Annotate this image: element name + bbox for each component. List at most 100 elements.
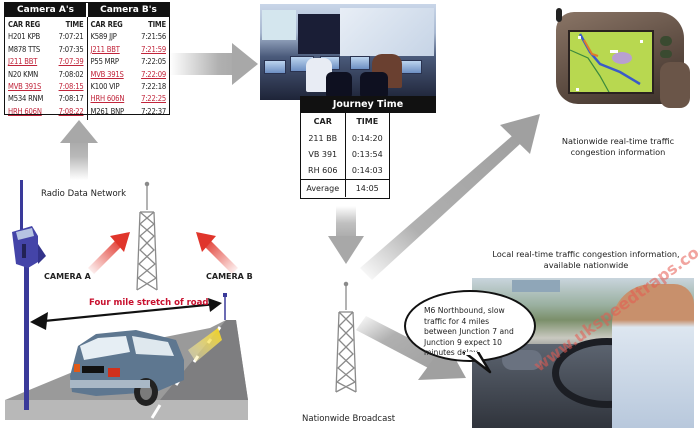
col-header-time: TIME bbox=[65, 20, 84, 29]
map-icon bbox=[570, 33, 643, 92]
control-room-photo bbox=[260, 4, 436, 100]
col-header-time: TIME bbox=[148, 20, 166, 29]
car-reg-cell: MVB 391S bbox=[90, 69, 124, 79]
table-row: P55 MRP 7:22:05 bbox=[91, 56, 167, 68]
table-row: MVB 391S 7:22:09 bbox=[91, 69, 167, 81]
col-header-car-reg: CAR REG bbox=[90, 20, 123, 29]
car-reg-cell: P55 MRP bbox=[90, 57, 120, 67]
time-cell: 7:07:35 bbox=[58, 44, 84, 54]
table-row: K100 VIP 7:22:18 bbox=[91, 81, 167, 93]
arrow-to-gps bbox=[360, 114, 540, 280]
car-reg-cell: M878 TTS bbox=[8, 44, 41, 54]
gps-caption: Nationwide real-time traffic congestion … bbox=[561, 136, 675, 157]
car-reg-cell: M261 BNP bbox=[90, 106, 125, 116]
time-cell: 7:07:21 bbox=[58, 32, 84, 42]
gps-grip bbox=[660, 62, 690, 108]
time-cell: 7:08:22 bbox=[58, 106, 84, 116]
time-cell: 7:22:25 bbox=[141, 94, 166, 104]
car-reg-cell: H201 KPB bbox=[8, 32, 41, 42]
time-cell: 0:14:20 bbox=[344, 131, 390, 147]
table-row: J211 BBT 7:07:39 bbox=[8, 56, 84, 68]
journey-time-title: Journey Time bbox=[300, 96, 436, 113]
table-row: M878 TTS 7:07:35 bbox=[8, 44, 84, 56]
time-cell: 7:21:56 bbox=[141, 32, 166, 42]
road-sign bbox=[512, 280, 560, 292]
table-row: VB 391 0:13:54 bbox=[301, 147, 389, 163]
average-value: 14:05 bbox=[344, 180, 390, 197]
col-header-car-reg: CAR REG bbox=[8, 20, 41, 29]
time-cell: 7:22:05 bbox=[141, 57, 166, 67]
arrow-to-broadcast bbox=[328, 206, 364, 264]
car-reg-cell: HRH 606N bbox=[8, 106, 42, 116]
table-row: RH 606 0:14:03 bbox=[301, 163, 389, 179]
time-cell: 7:08:15 bbox=[58, 82, 84, 92]
car-reg-cell: K100 VIP bbox=[90, 82, 120, 92]
time-cell: 0:13:54 bbox=[344, 147, 390, 163]
car-reg-cell: MVB 391S bbox=[8, 82, 42, 92]
nationwide-broadcast-label: Nationwide Broadcast bbox=[302, 414, 396, 424]
table-row: H201 KPB 7:07:21 bbox=[8, 31, 84, 43]
journey-time-headers: CAR TIME bbox=[301, 113, 389, 131]
radio-data-network-label: Radio Data Network bbox=[41, 189, 127, 199]
time-cell: 7:21:59 bbox=[141, 44, 166, 54]
table-row: J211 BBT 7:21:59 bbox=[91, 44, 167, 56]
road-stretch-label: Four mile stretch of road bbox=[89, 298, 209, 308]
car-cell: 211 BB bbox=[308, 134, 338, 143]
table-row: MVB 391S 7:08:15 bbox=[8, 81, 84, 93]
broadcast-tower-icon bbox=[335, 281, 357, 393]
car-cell: RH 606 bbox=[308, 166, 338, 175]
car-reg-cell: J211 BBT bbox=[8, 57, 38, 67]
time-cell: 7:08:02 bbox=[58, 69, 84, 79]
camera-b-icon bbox=[223, 293, 227, 320]
car-reg-cell: HRH 606N bbox=[90, 94, 125, 104]
gps-map-screen bbox=[568, 30, 654, 94]
camera-b-col-headers: CAR REG TIME bbox=[91, 19, 167, 31]
gps-antenna bbox=[556, 8, 562, 22]
arrow-to-control-room bbox=[170, 43, 258, 85]
camera-a-col-headers: CAR REG TIME bbox=[8, 19, 84, 31]
distance-arrow bbox=[30, 298, 222, 330]
table-row: HRH 606N 7:08:22 bbox=[8, 106, 84, 118]
table-row: K589 JJP 7:21:56 bbox=[91, 31, 167, 43]
driver-figure bbox=[612, 284, 694, 428]
speech-bubble-tail bbox=[462, 352, 492, 374]
table-row: HRH 606N 7:22:25 bbox=[91, 93, 167, 105]
car-icon bbox=[70, 330, 184, 406]
time-cell: 7:08:17 bbox=[58, 94, 84, 104]
arrow-to-car bbox=[356, 316, 466, 380]
time-cell: 7:22:09 bbox=[141, 69, 166, 79]
col-header-time: TIME bbox=[344, 113, 390, 131]
average-label: Average bbox=[306, 184, 340, 193]
average-row: Average 14:05 bbox=[301, 179, 389, 197]
col-header-car: CAR bbox=[313, 117, 332, 126]
car-reg-cell: M534 RNM bbox=[8, 94, 44, 104]
gps-button bbox=[660, 36, 672, 46]
speech-bubble: M6 Northbound, slow traffic for 4 miles … bbox=[404, 290, 536, 362]
table-row: M534 RNM 7:08:17 bbox=[8, 93, 84, 105]
camera-a-icon bbox=[12, 180, 46, 410]
car-reg-cell: K589 JJP bbox=[90, 32, 117, 42]
time-cell: 0:14:03 bbox=[344, 163, 390, 179]
table-row: 211 BB 0:14:20 bbox=[301, 131, 389, 147]
camera-table-header: Camera A's data Camera B's data bbox=[5, 3, 169, 29]
video-wall bbox=[340, 8, 434, 56]
arrow-to-camera-data bbox=[60, 120, 98, 180]
local-caption: Local real-time traffic congestion infor… bbox=[492, 249, 680, 270]
camera-b-signal-arrow bbox=[196, 232, 238, 274]
table-row: N20 KMN 7:08:02 bbox=[8, 69, 84, 81]
car-reg-cell: J211 BBT bbox=[90, 44, 120, 54]
car-cell: VB 391 bbox=[308, 150, 338, 159]
camera-a-title: Camera A's data bbox=[17, 5, 74, 29]
camera-b-label: CAMERA B bbox=[206, 272, 253, 281]
radio-tower-icon bbox=[136, 181, 158, 291]
car-reg-cell: N20 KMN bbox=[8, 69, 39, 79]
gps-button bbox=[660, 50, 672, 58]
time-cell: 7:07:39 bbox=[58, 57, 84, 67]
time-cell: 7:22:18 bbox=[141, 82, 166, 92]
camera-a-label: CAMERA A bbox=[44, 272, 91, 281]
camera-data-table: Camera A's data Camera B's data CAR REG … bbox=[4, 2, 170, 121]
